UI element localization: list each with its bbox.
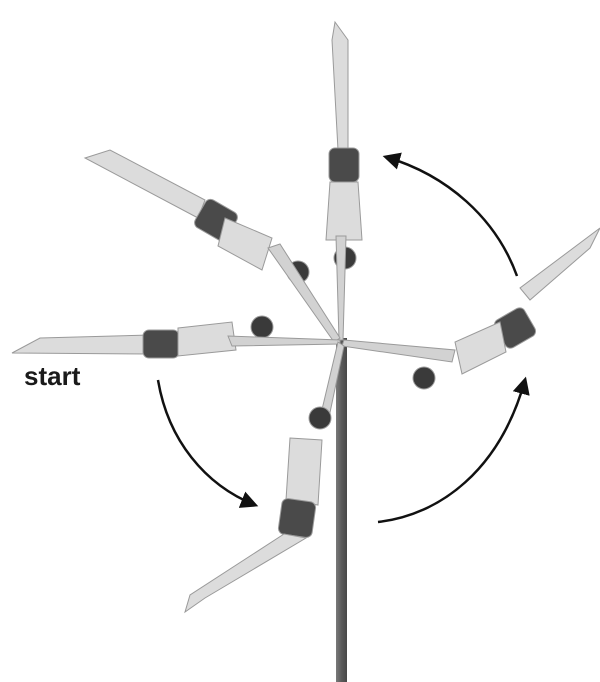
arrow-down-to-back — [378, 380, 525, 522]
arrow-start-to-down — [158, 380, 255, 505]
start-label: start — [24, 361, 81, 391]
pose-handstand — [326, 22, 362, 340]
pose-diagonal-up — [85, 150, 340, 342]
pose-horizontal-back — [342, 228, 600, 389]
arrow-back-to-top — [386, 157, 517, 276]
pose-horizontal-start — [12, 316, 340, 358]
vertical-bar — [336, 338, 347, 682]
